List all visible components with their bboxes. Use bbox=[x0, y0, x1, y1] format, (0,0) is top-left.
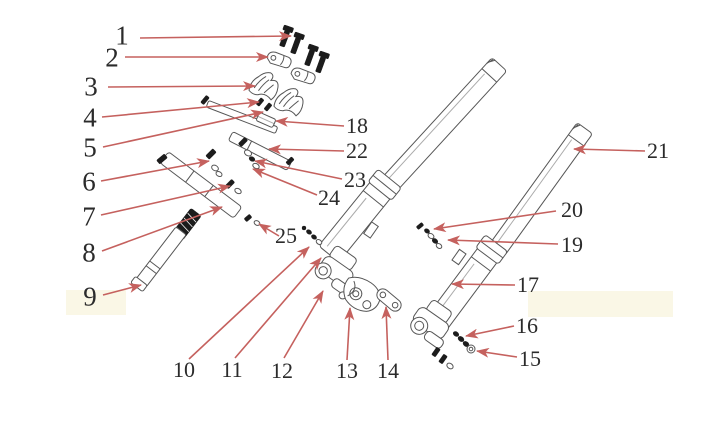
part-label-9: 9 bbox=[83, 281, 97, 312]
part-label-4: 4 bbox=[83, 102, 97, 133]
part-label-2: 2 bbox=[105, 42, 119, 73]
part-label-23: 23 bbox=[344, 167, 366, 192]
part-label-14: 14 bbox=[377, 358, 399, 383]
leader-arrow-16 bbox=[465, 325, 515, 339]
leader-arrow-10 bbox=[188, 246, 310, 360]
leader-arrow-21 bbox=[573, 144, 646, 155]
part-label-12: 12 bbox=[271, 358, 293, 383]
part-label-18: 18 bbox=[346, 113, 368, 138]
leader-arrow-17 bbox=[451, 279, 516, 290]
part-label-24: 24 bbox=[318, 185, 340, 210]
part-label-8: 8 bbox=[82, 237, 96, 268]
leader-arrow-15 bbox=[476, 347, 518, 358]
part-label-22: 22 bbox=[346, 138, 368, 163]
leader-arrow-6 bbox=[100, 158, 210, 182]
steering-stem bbox=[130, 208, 201, 292]
right-axle-clamp bbox=[410, 300, 452, 349]
leader-arrow-20 bbox=[433, 210, 557, 233]
part-label-6: 6 bbox=[82, 166, 96, 197]
handlebar-clamps bbox=[266, 51, 316, 85]
part-label-5: 5 bbox=[83, 132, 97, 163]
leader-arrow-12 bbox=[283, 290, 324, 359]
leader-arrow-8 bbox=[101, 206, 223, 252]
handlebar-risers bbox=[248, 72, 304, 117]
part-label-1: 1 bbox=[115, 20, 129, 51]
leader-arrow-1 bbox=[139, 31, 292, 42]
part-label-7: 7 bbox=[82, 201, 96, 232]
left-axle-clamp bbox=[314, 245, 357, 300]
part-label-16: 16 bbox=[516, 313, 538, 338]
part-label-25: 25 bbox=[275, 223, 297, 248]
leader-arrow-22 bbox=[268, 144, 345, 155]
part-label-19: 19 bbox=[561, 232, 583, 257]
part-label-10: 10 bbox=[173, 357, 195, 382]
leader-arrow-11 bbox=[234, 257, 322, 359]
part-label-17: 17 bbox=[517, 272, 539, 297]
leader-arrow-18 bbox=[275, 116, 345, 127]
leader-arrow-25 bbox=[258, 223, 280, 237]
part-label-20: 20 bbox=[561, 197, 583, 222]
leader-arrow-13 bbox=[344, 307, 355, 361]
right-slider-badge bbox=[451, 248, 467, 266]
leader-arrow-7 bbox=[100, 183, 231, 216]
brake-caliper-mount bbox=[343, 276, 381, 312]
right-stanchion-tube bbox=[490, 123, 592, 255]
leader-arrow-4 bbox=[101, 98, 260, 118]
leader-arrow-19 bbox=[447, 235, 559, 246]
leader-arrow-3 bbox=[107, 81, 256, 92]
leader-arrow-24 bbox=[252, 168, 318, 196]
part-label-3: 3 bbox=[84, 71, 98, 102]
part-label-15: 15 bbox=[519, 346, 541, 371]
highlight-band bbox=[66, 290, 126, 315]
part-label-13: 13 bbox=[336, 358, 358, 383]
leader-arrow-5 bbox=[102, 109, 264, 148]
part-label-11: 11 bbox=[221, 357, 243, 382]
link-bracket bbox=[376, 288, 402, 312]
leader-arrow-14 bbox=[381, 306, 392, 361]
leader-arrow-9 bbox=[102, 283, 142, 296]
part-label-21: 21 bbox=[647, 138, 669, 163]
left-slider-tube bbox=[319, 169, 401, 262]
left-slider-badge bbox=[363, 221, 379, 239]
leader-arrow-23 bbox=[254, 158, 343, 180]
highlight-band bbox=[528, 291, 673, 317]
